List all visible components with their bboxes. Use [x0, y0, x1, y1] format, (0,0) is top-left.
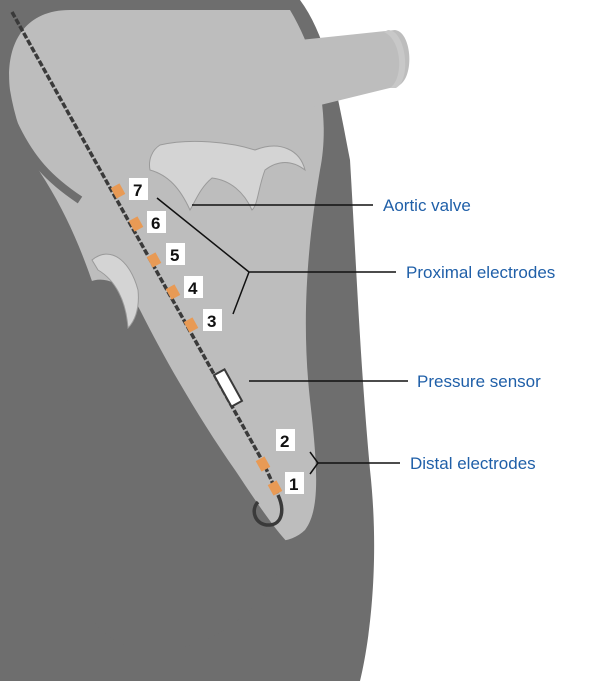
electrode-number-7: 7: [133, 181, 142, 200]
electrode-number-3: 3: [207, 312, 216, 331]
label-pressure-sensor: Pressure sensor: [417, 372, 541, 391]
aorta-outflow: [300, 30, 409, 110]
electrode-number-2: 2: [280, 432, 289, 451]
label-distal-electrodes: Distal electrodes: [410, 454, 536, 473]
label-proximal-electrodes: Proximal electrodes: [406, 263, 555, 282]
electrode-number-5: 5: [170, 246, 179, 265]
label-aortic-valve: Aortic valve: [383, 196, 471, 215]
electrode-number-1: 1: [289, 475, 298, 494]
electrode-number-6: 6: [151, 214, 160, 233]
electrode-number-4: 4: [188, 279, 198, 298]
